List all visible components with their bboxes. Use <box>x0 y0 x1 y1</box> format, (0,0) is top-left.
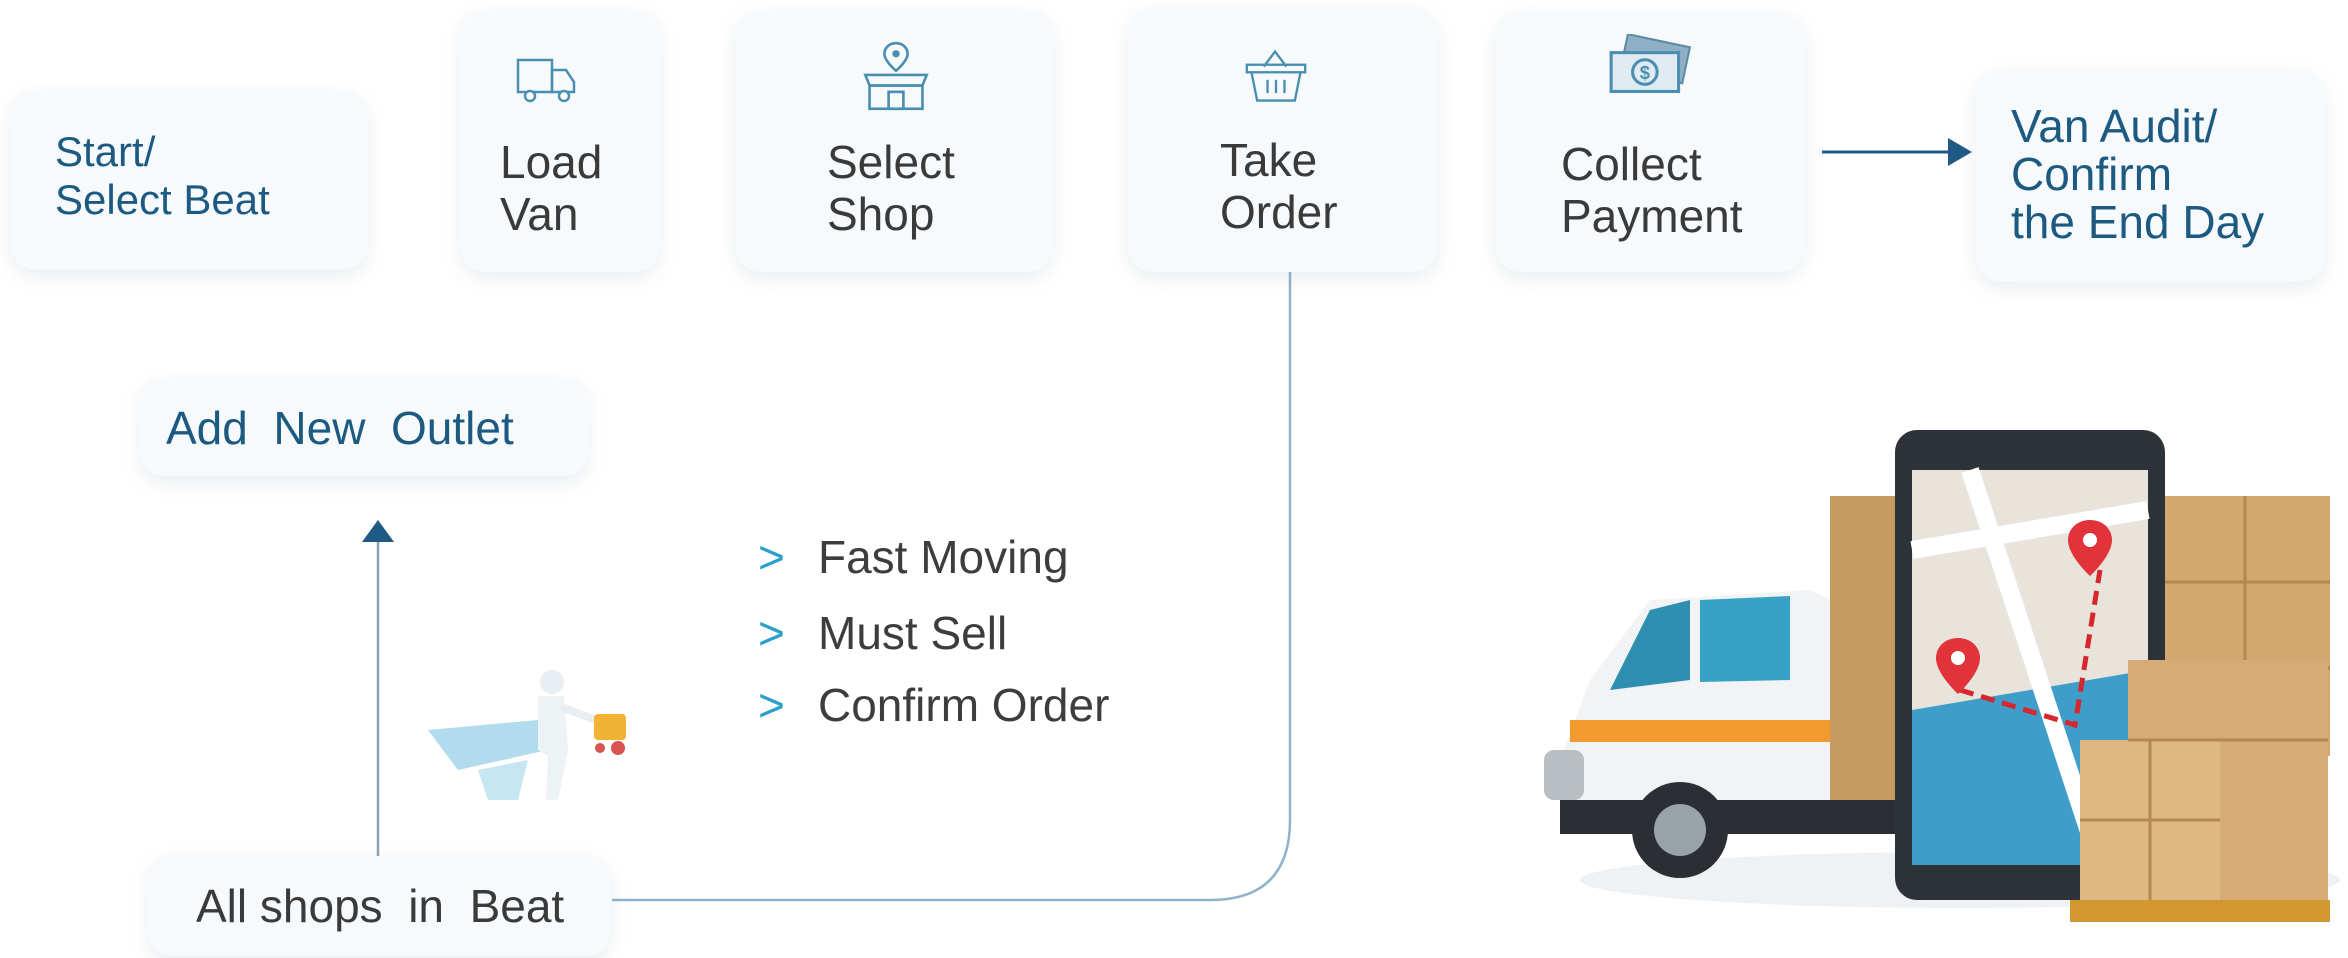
van-icon <box>516 58 576 103</box>
add-new-outlet-label: Add New Outlet <box>166 402 514 454</box>
cash-icon: $ <box>1609 34 1692 93</box>
step-collect-payment[interactable]: $ Collect Payment <box>1495 12 1805 272</box>
shop-pin-icon <box>863 41 929 111</box>
bullet-fast-moving-label: Fast Moving <box>818 531 1069 583</box>
basket-icon <box>1245 49 1307 102</box>
bullet-confirm-order: > Confirm Order <box>758 678 1109 732</box>
step-take-order[interactable]: Take Order <box>1128 8 1438 272</box>
bullet-must-sell-label: Must Sell <box>818 607 1008 659</box>
bullet-confirm-order-label: Confirm Order <box>818 679 1110 731</box>
step-van-audit-label: Van Audit/ Confirm the End Day <box>2011 100 2265 248</box>
all-shops-in-beat[interactable]: All shops in Beat <box>148 856 610 956</box>
step-select-shop-label: Select Shop <box>827 136 955 240</box>
chevron-right-icon: > <box>758 679 785 731</box>
step-load-van[interactable]: Load Van <box>460 10 660 272</box>
step-start-label: Start/ Select Beat <box>55 128 270 223</box>
all-shops-label: All shops in Beat <box>196 880 565 932</box>
step-van-audit[interactable]: Van Audit/ Confirm the End Day <box>1975 70 2325 282</box>
step-start-select-beat[interactable]: Start/ Select Beat <box>10 90 368 270</box>
bullet-fast-moving: > Fast Moving <box>758 530 1069 584</box>
delivery-person-illustration <box>428 670 626 800</box>
chevron-right-icon: > <box>758 531 785 583</box>
step-load-van-label: Load Van <box>500 136 603 240</box>
step-collect-payment-label: Collect Payment <box>1561 138 1743 242</box>
step-select-shop[interactable]: Select Shop <box>735 10 1053 272</box>
add-new-outlet-button[interactable]: Add New Outlet <box>140 378 588 476</box>
bullet-must-sell: > Must Sell <box>758 606 1007 660</box>
svg-text:$: $ <box>1640 62 1650 83</box>
delivery-truck-phone-illustration <box>1544 430 2340 922</box>
chevron-right-icon: > <box>758 607 785 659</box>
step-take-order-label: Take Order <box>1220 134 1338 238</box>
